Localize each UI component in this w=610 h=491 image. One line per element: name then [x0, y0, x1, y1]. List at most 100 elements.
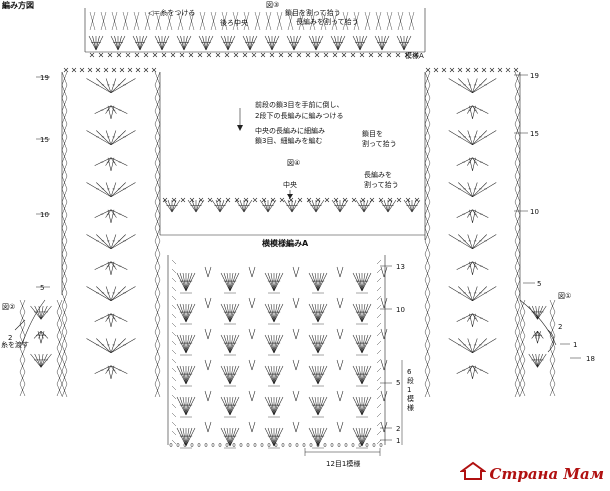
dc-stitch: [215, 199, 221, 213]
chain-line: [61, 344, 68, 359]
chain-line: [424, 214, 431, 229]
dc-stitch: [472, 261, 479, 270]
dc-stitch: [40, 331, 45, 344]
dc-stitch: [88, 35, 97, 51]
chain-line: [154, 110, 161, 125]
chain-line: [376, 412, 382, 418]
dc-stitch: [380, 297, 385, 309]
chain-line: [386, 11, 393, 31]
dc-stitch: [378, 35, 383, 51]
chain-line: [342, 11, 349, 31]
dc-stitch: [314, 365, 319, 385]
dc-stitch: [223, 365, 231, 385]
chain-line: [199, 11, 206, 31]
sc-stitch: [377, 52, 383, 58]
sc-stitch: [95, 67, 101, 73]
note-yarn-join: ◁＝糸をつける: [148, 9, 196, 17]
chain-line: [221, 11, 228, 31]
dc-stitch: [311, 334, 319, 354]
chain-line: [188, 11, 195, 31]
dc-stitch: [229, 365, 237, 385]
chain-stitch: [372, 442, 376, 448]
dc-stitch: [271, 35, 280, 51]
dc-stitch: [361, 272, 372, 292]
chain-stitch: [358, 442, 362, 448]
dc-stitch: [176, 334, 187, 354]
chain-stitch: [169, 442, 173, 448]
dc-stitch: [182, 272, 187, 292]
chain-line: [424, 149, 431, 164]
dc-stitch: [336, 421, 341, 433]
dc-stitch: [295, 390, 300, 402]
dc-stitch: [226, 427, 231, 447]
dc-stitch: [182, 427, 187, 447]
dc-stitch: [458, 130, 473, 145]
dc-stitch: [472, 234, 497, 250]
sc-stitch: [489, 67, 495, 73]
dc-stitch: [528, 305, 538, 320]
dc-stitch: [467, 130, 473, 145]
chain-line: [171, 340, 177, 346]
chain-line: [376, 295, 382, 301]
chain-line: [424, 344, 431, 359]
chain-line: [424, 305, 431, 320]
chain-line: [514, 110, 521, 125]
dc-stitch: [185, 396, 196, 416]
dc-stitch: [336, 390, 341, 402]
chain-stitch: [323, 442, 327, 448]
sc-stitch: [180, 197, 186, 203]
dc-stitch: [229, 303, 240, 323]
sc-stitch: [404, 52, 410, 58]
dc-stitch: [220, 427, 231, 447]
dc-stitch: [105, 261, 112, 270]
sc-stitch: [151, 67, 157, 73]
dc-stitch: [317, 272, 322, 292]
dc-stitch: [105, 234, 112, 249]
dc-stitch: [315, 199, 325, 213]
chain-line: [376, 313, 382, 319]
dc-stitch: [110, 209, 115, 223]
dc-stitch: [110, 209, 128, 218]
dc-stitch: [358, 334, 363, 354]
dc-stitch: [295, 421, 300, 433]
dc-stitch: [226, 396, 231, 416]
dc-stitch: [273, 303, 278, 323]
chain-line: [376, 439, 382, 445]
dc-stitch: [312, 35, 317, 51]
dc-stitch: [229, 334, 237, 354]
dc-stitch: [185, 396, 190, 416]
dc-stitch: [92, 35, 97, 51]
sc-stitch: [243, 197, 249, 203]
dc-stitch: [283, 199, 293, 213]
chain-line: [514, 227, 521, 242]
chain-line: [154, 318, 161, 333]
chain-stitch: [232, 442, 236, 448]
dc-stitch: [469, 261, 473, 275]
chain-line: [376, 421, 382, 427]
dc-stitch: [355, 303, 363, 323]
dc-stitch: [336, 359, 341, 371]
dc-stitch: [40, 305, 48, 320]
chain-line: [364, 11, 371, 31]
sc-stitch: [98, 52, 104, 58]
chain-stitch: [176, 442, 180, 448]
dc-stitch: [267, 396, 275, 416]
dc-stitch: [315, 35, 320, 51]
dc-stitch: [139, 35, 148, 51]
dc-stitch: [110, 182, 136, 198]
dc-stitch: [363, 199, 369, 213]
dc-stitch: [229, 427, 234, 447]
dc-stitch: [246, 35, 251, 51]
dc-stitch: [448, 182, 473, 198]
dc-stitch: [472, 157, 479, 166]
dc-stitch: [355, 199, 365, 213]
chain-line: [424, 201, 431, 216]
dc-stitch: [185, 427, 193, 447]
chain-line: [549, 371, 556, 385]
dc-stitch: [361, 365, 366, 385]
dc-stitch: [273, 396, 278, 416]
dc-stitch: [308, 427, 319, 447]
dc-stitch: [317, 303, 328, 323]
chain-line: [376, 385, 382, 391]
